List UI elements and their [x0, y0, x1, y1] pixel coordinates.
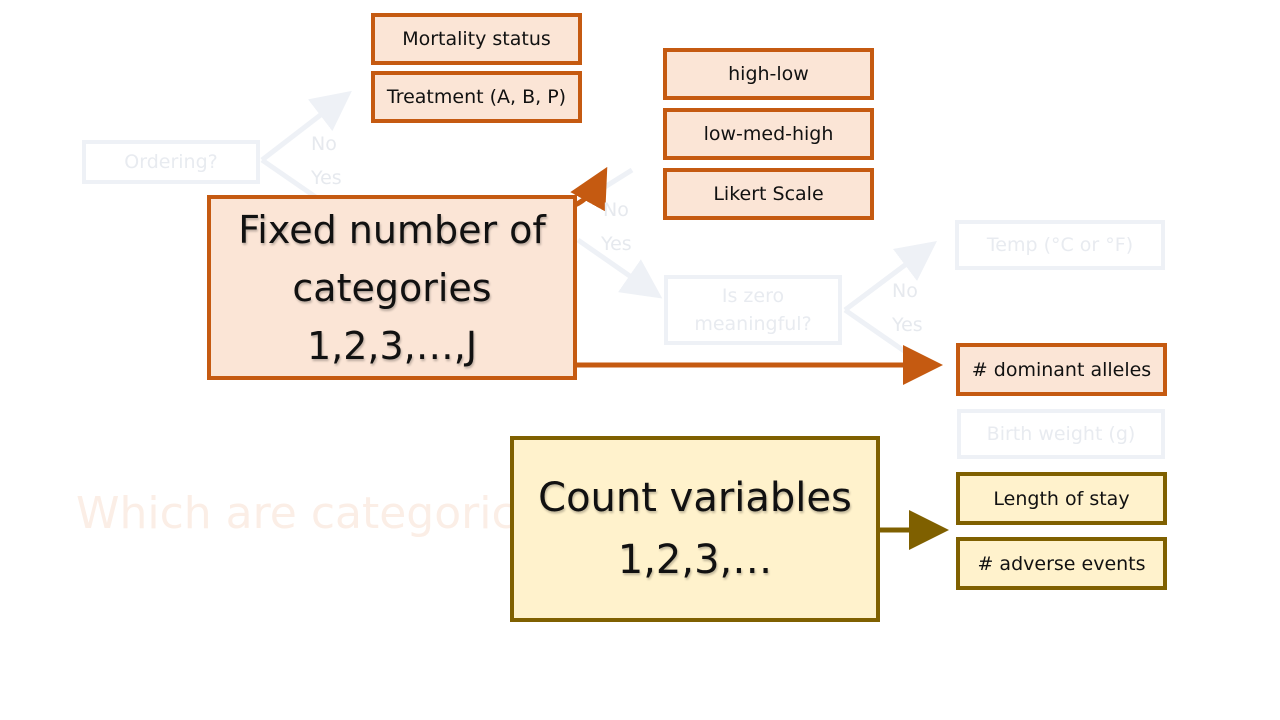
fixed-line-1: Fixed number of [238, 207, 546, 252]
yes-label: Yes [311, 167, 342, 189]
fixed-categories-callout: Fixed number of categories 1,2,3,…,J [207, 195, 577, 380]
high-low-box: high-low [663, 48, 874, 100]
likert-scale-box: Likert Scale [663, 168, 874, 220]
question-title: Which are categorical? [76, 488, 579, 539]
faded-connector [576, 237, 663, 299]
dominant-alleles-box: # dominant alleles [956, 343, 1167, 396]
count-line-2: 1,2,3,… [617, 537, 773, 583]
treatment-box: Treatment (A, B, P) [371, 71, 582, 123]
temp-box: Temp (°C or °F) [955, 220, 1165, 270]
faded-connector [598, 167, 634, 193]
low-med-high-box: low-med-high [663, 108, 874, 160]
faded-connector [843, 307, 912, 358]
fixed-line-3: 1,2,3,…,J [306, 323, 478, 368]
no-label: No [311, 133, 337, 155]
faded-connector [260, 90, 352, 162]
no-label: No [603, 199, 629, 221]
count-line-1: Count variables [538, 475, 852, 521]
faded-connector [260, 157, 322, 203]
length-of-stay-box: Length of stay [956, 472, 1167, 525]
fixed-line-2: categories [292, 265, 492, 310]
ordering-node: Ordering? [82, 140, 260, 184]
arrow-to-ordinal [570, 166, 608, 212]
faded-connector [843, 241, 937, 312]
mortality-status-box: Mortality status [371, 13, 582, 65]
yes-label: Yes [892, 314, 923, 336]
adverse-events-box: # adverse events [956, 537, 1167, 590]
count-variables-callout: Count variables 1,2,3,… [510, 436, 880, 622]
no-label: No [892, 280, 918, 302]
zero-meaningful-node: Is zero meaningful? [664, 275, 842, 345]
yes-label: Yes [601, 233, 632, 255]
birth-weight-box: Birth weight (g) [957, 409, 1165, 459]
